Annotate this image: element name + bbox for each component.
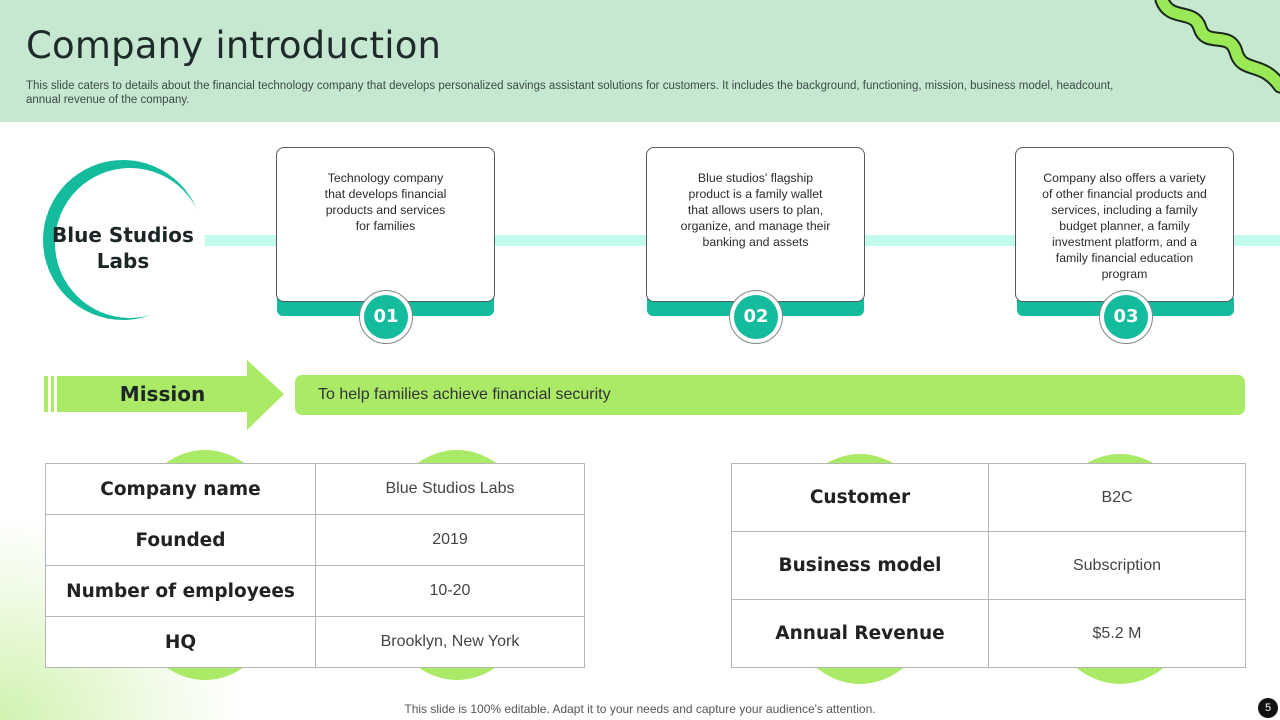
table-value: $5.2 M — [988, 599, 1246, 668]
mission-statement: To help families achieve financial secur… — [295, 375, 1245, 415]
timeline-number: 01 — [364, 295, 408, 339]
page-subtitle: This slide caters to details about the f… — [26, 80, 1114, 106]
timeline-card-text: Technology company that develops financi… — [324, 171, 447, 233]
header-banner — [0, 0, 1280, 122]
timeline-number-ring-1: 01 — [359, 290, 413, 344]
table-key: Founded — [45, 514, 316, 566]
table-value: 10-20 — [315, 565, 585, 617]
page-number-badge: 5 — [1258, 698, 1278, 718]
table-key: HQ — [45, 616, 316, 668]
timeline-card-3: Company also offers a variety of other f… — [1015, 147, 1234, 302]
squiggle-decoration — [1154, 0, 1280, 94]
timeline-number: 02 — [734, 295, 778, 339]
company-details-table: Company name Blue Studios Labs Founded 2… — [45, 463, 585, 668]
table-key: Customer — [731, 463, 989, 532]
table-key: Company name — [45, 463, 316, 515]
timeline-number-ring-3: 03 — [1099, 290, 1153, 344]
business-details-table: Customer B2C Business model Subscription… — [731, 463, 1246, 668]
timeline-card-text: Blue studios' flagship product is a fami… — [680, 171, 831, 249]
table-row: Number of employees 10-20 — [45, 565, 585, 617]
timeline-number-ring-2: 02 — [729, 290, 783, 344]
footer-note: This slide is 100% editable. Adapt it to… — [404, 702, 876, 716]
table-row: Company name Blue Studios Labs — [45, 463, 585, 515]
table-row: Founded 2019 — [45, 514, 585, 566]
table-key: Business model — [731, 531, 989, 600]
timeline-card-2: Blue studios' flagship product is a fami… — [646, 147, 865, 302]
table-value: B2C — [988, 463, 1246, 532]
timeline-number: 03 — [1104, 295, 1148, 339]
table-value: Blue Studios Labs — [315, 463, 585, 515]
timeline-card-text: Company also offers a variety of other f… — [1042, 171, 1207, 281]
table-row: Annual Revenue $5.2 M — [731, 599, 1246, 668]
table-row: Business model Subscription — [731, 531, 1246, 600]
timeline-card-1: Technology company that develops financi… — [276, 147, 495, 302]
table-row: Customer B2C — [731, 463, 1246, 532]
table-key: Number of employees — [45, 565, 316, 617]
mission-arrow-shape — [44, 360, 284, 430]
table-value: Subscription — [988, 531, 1246, 600]
table-value: 2019 — [315, 514, 585, 566]
company-circle — [43, 160, 205, 320]
table-key: Annual Revenue — [731, 599, 989, 668]
table-row: HQ Brooklyn, New York — [45, 616, 585, 668]
company-circle-name: Blue Studios Labs — [52, 223, 194, 273]
mission-label: Mission — [119, 382, 206, 406]
page-title: Company introduction — [26, 24, 442, 67]
table-value: Brooklyn, New York — [315, 616, 585, 668]
